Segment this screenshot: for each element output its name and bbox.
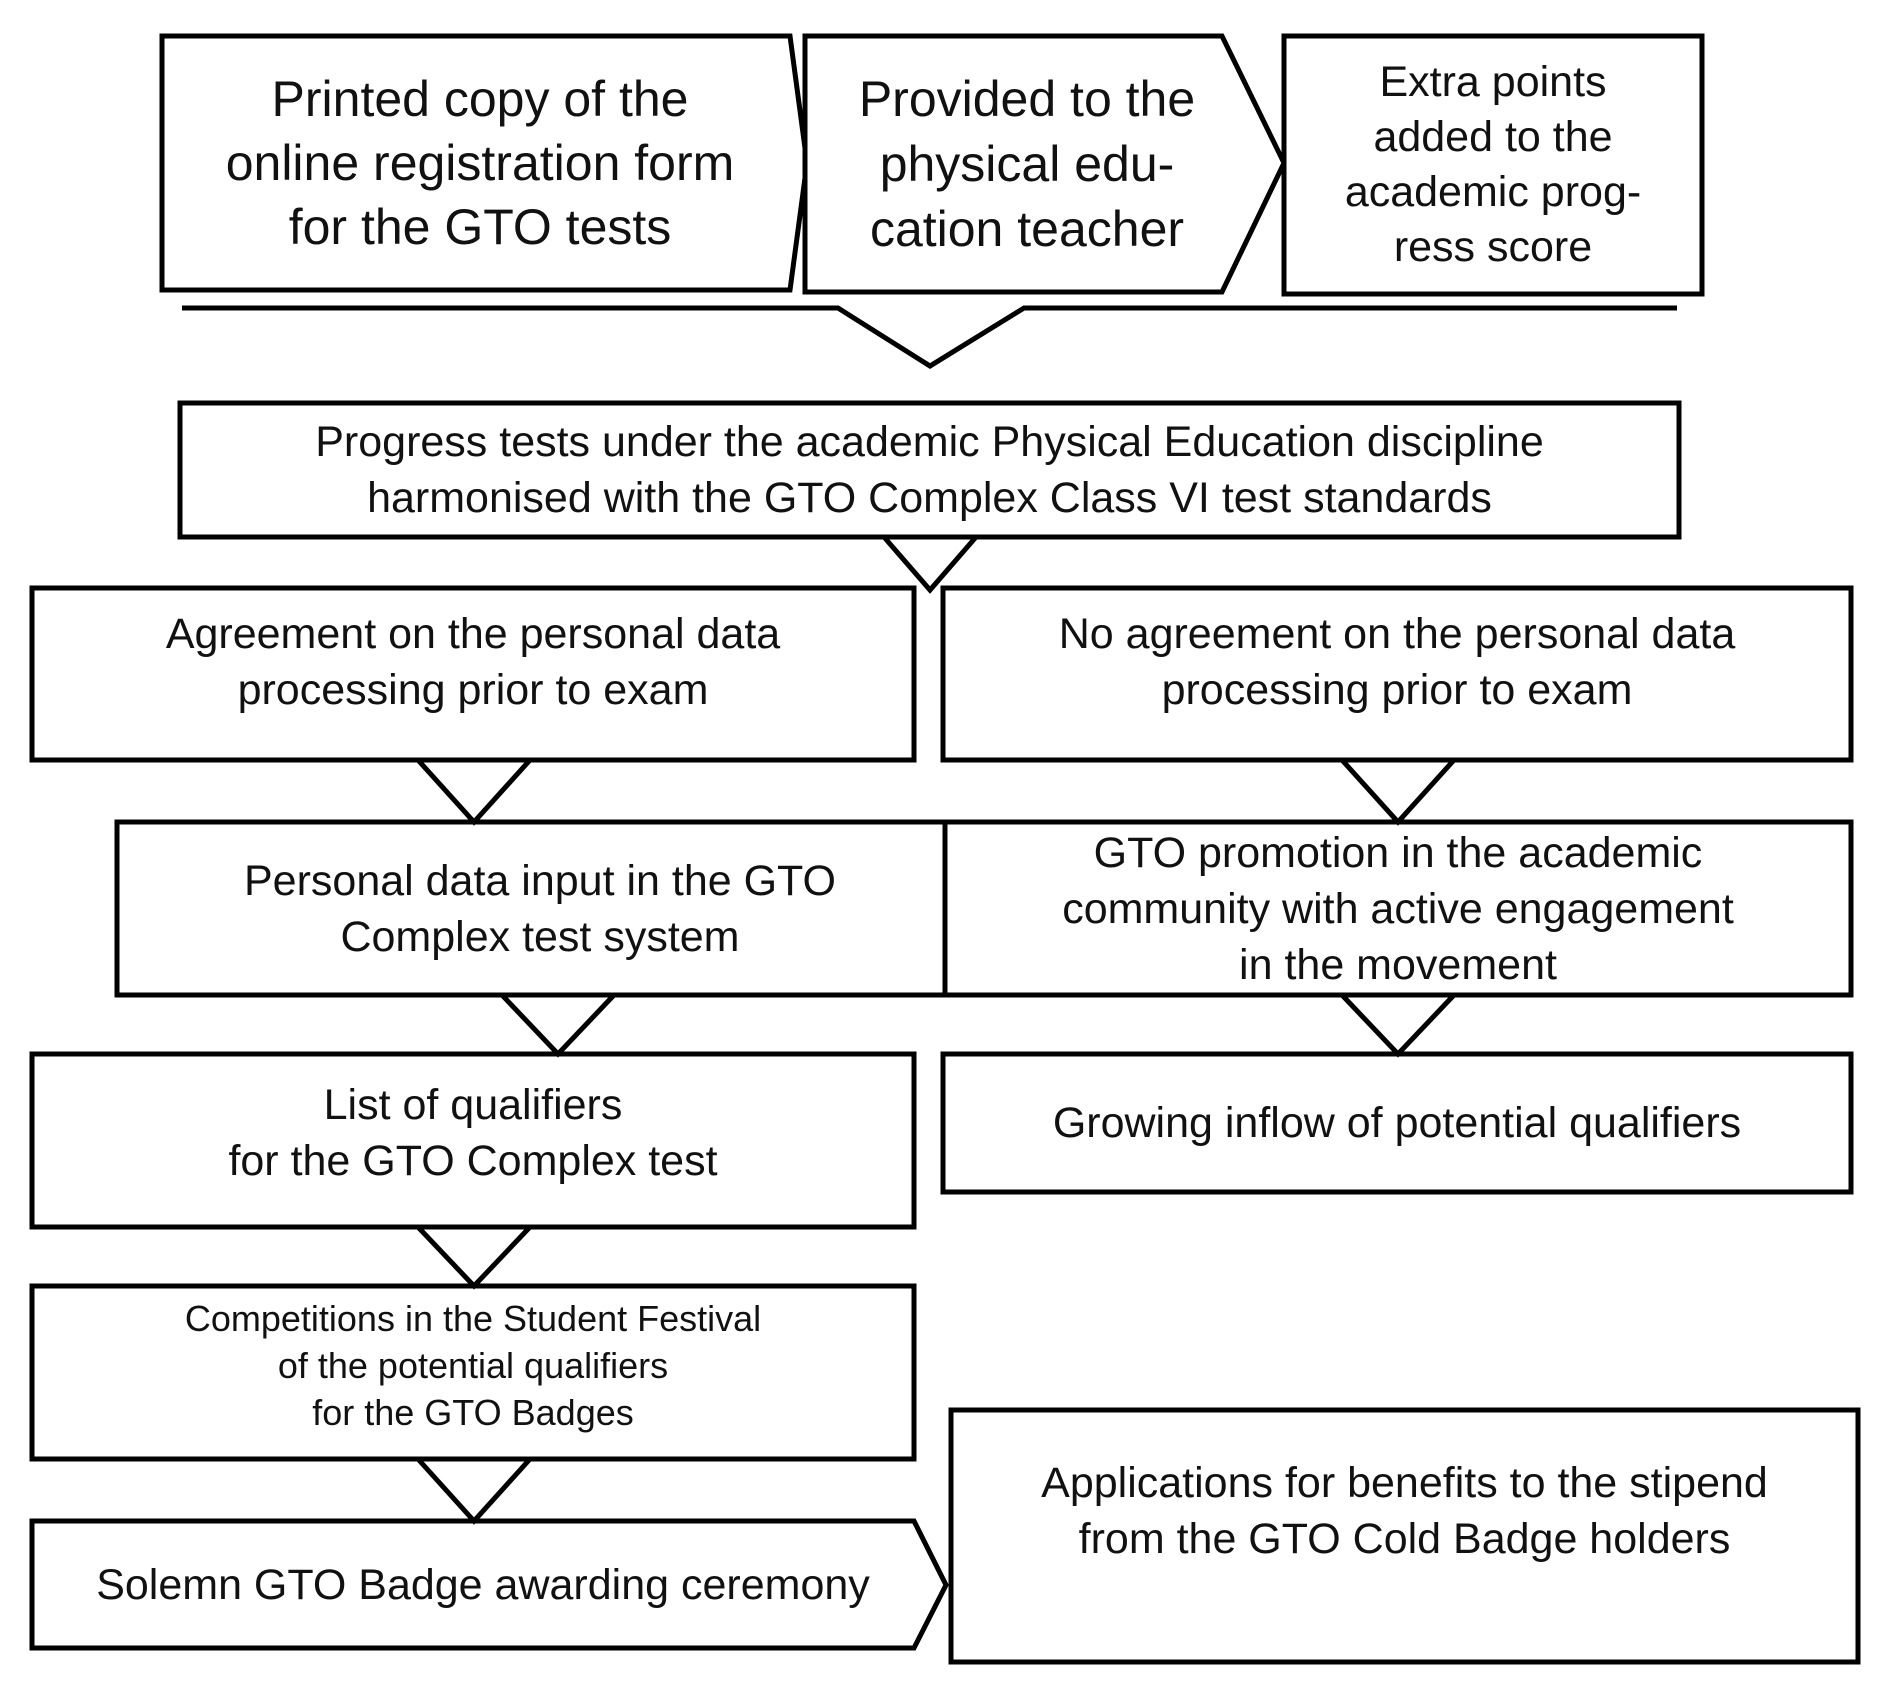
qualifiers-list-box xyxy=(29,1051,917,1230)
gto-promotion-box xyxy=(942,819,1854,998)
agreement-box xyxy=(29,585,917,763)
extra-points-box xyxy=(1281,33,1705,297)
progress-tests-text: Progress tests under the academic Physic… xyxy=(315,418,1544,522)
qualifiers-list-text: List of qualifiers for the GTO Complex t… xyxy=(228,1081,718,1185)
applications-text: Applications for benefits to the stipend… xyxy=(1041,1459,1768,1563)
no-agreement-text: No agreement on the personal data proces… xyxy=(1058,610,1736,714)
extra-points-text: Extra points added to the academic prog-… xyxy=(1344,58,1642,271)
gto-promotion-text: GTO promotion in the academic community … xyxy=(1062,828,1734,989)
printed-copy-box xyxy=(159,33,810,293)
down-arrow-progress xyxy=(882,535,978,594)
competitions-text: Competitions in the Student Festival of … xyxy=(184,1297,762,1433)
personal-input-text: Personal data input in the GTO Complex t… xyxy=(243,856,836,961)
ceremony-box xyxy=(29,1518,949,1651)
growing-inflow-text: Growing inflow of potential qualifiers xyxy=(1052,1099,1742,1147)
printed-copy-text: Printed copy of the online registration … xyxy=(225,71,735,255)
down-arrow-qualifiers xyxy=(416,1225,532,1290)
down-arrow-competitions xyxy=(416,1457,532,1525)
provided-teacher-box xyxy=(802,33,1287,295)
growing-inflow-box xyxy=(940,1051,1854,1195)
down-arrow-no-agreement xyxy=(1340,758,1456,826)
top-row-bracket xyxy=(182,305,1677,369)
applications-box xyxy=(948,1407,1861,1665)
provided-teacher-text: Provided to the physical edu- cation tea… xyxy=(858,70,1196,257)
down-arrow-personal-input xyxy=(500,993,616,1058)
down-arrow-gto-promotion xyxy=(1340,993,1456,1058)
personal-input-box xyxy=(114,819,1002,998)
no-agreement-box xyxy=(940,585,1854,763)
down-arrow-agreement xyxy=(416,758,532,826)
progress-tests-box xyxy=(177,400,1682,540)
agreement-text: Agreement on the personal data processin… xyxy=(165,610,781,714)
ceremony-text: Solemn GTO Badge awarding ceremony xyxy=(96,1560,870,1609)
